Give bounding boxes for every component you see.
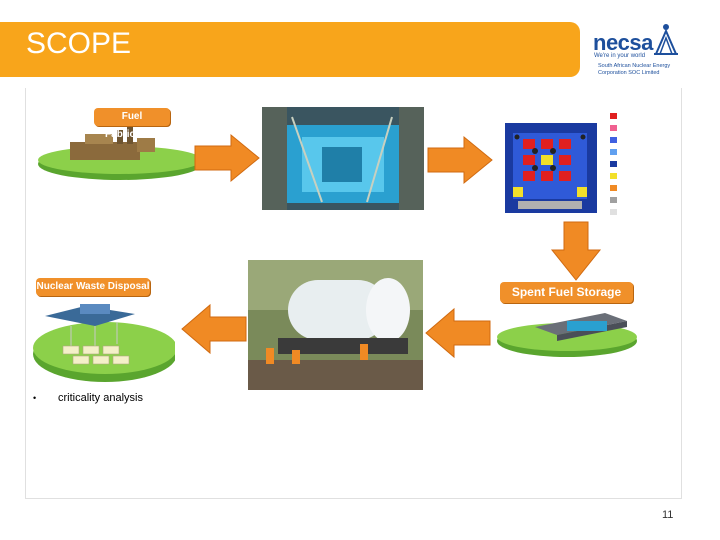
logo-tagline: We're in your world [594, 53, 646, 59]
core-map-grid [505, 123, 597, 213]
arrow-left-icon [425, 307, 491, 359]
waste-disposal-illustration [33, 304, 175, 382]
spent-fuel-storage-label: Spent Fuel Storage [500, 282, 633, 303]
arrow-down-icon [550, 221, 602, 281]
cask-transport-illustration [248, 260, 423, 390]
content-frame [25, 88, 682, 499]
fuel-fabrication-image [25, 100, 195, 182]
core-loading-map [493, 113, 603, 217]
nuclear-waste-disposal-image [25, 270, 175, 390]
logo-subtitle-1: South African Nuclear Energy [598, 63, 671, 69]
necsa-logo: necsa We're in your world South African … [590, 18, 690, 80]
atom-logo-icon [654, 24, 678, 55]
bullet-text: criticality analysis [58, 392, 143, 404]
bullet-point: • [33, 393, 37, 403]
fuel-fabrication-illustration [38, 126, 195, 180]
fuel-fabrication-label: Fuel Fabrication [94, 108, 170, 140]
arrow-right-icon [194, 133, 260, 183]
logo-wordmark: necsa [593, 30, 653, 55]
title-bar [0, 22, 580, 77]
nuclear-waste-disposal-label: Nuclear Waste Disposal [36, 278, 150, 296]
arrow-left-icon [181, 303, 247, 355]
cask-transport-photo [248, 260, 423, 390]
arrow-right-icon [427, 135, 493, 185]
spent-fuel-storage-illustration [497, 313, 637, 357]
logo-subtitle-2: Corporation SOC Limited [598, 70, 660, 76]
spent-fuel-storage-image [495, 283, 640, 360]
page-number: 11 [662, 509, 674, 521]
reactor-pool-illustration [262, 107, 424, 210]
reactor-pool-photo [262, 107, 424, 210]
slide-title: SCOPE [26, 27, 132, 60]
